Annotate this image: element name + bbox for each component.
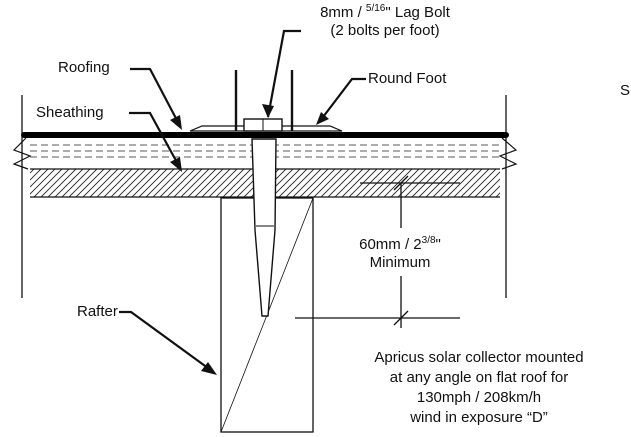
lag-bolt-fraction: 5/16: [365, 3, 386, 14]
caption: Apricus solar collector mounted at any a…: [336, 348, 622, 428]
lag-bolt-line1-pre: 8mm /: [320, 4, 366, 21]
dimension-fraction: 3/8: [421, 235, 436, 246]
rafter-label: Rafter: [77, 303, 118, 320]
edge-fragment: S: [620, 82, 631, 99]
caption-line: wind in exposure “D”: [410, 409, 548, 426]
caption-line: Apricus solar collector mounted: [374, 349, 584, 366]
dimension-line2: Minimum: [369, 254, 431, 271]
lag-bolt-label: 8mm / 5/16" Lag Bolt (2 bolts per foot): [300, 4, 470, 40]
lag-bolt: [243, 118, 283, 317]
roofing-label: Roofing: [58, 59, 110, 76]
leader-lines: [119, 29, 366, 375]
caption-line: 130mph / 208km/h: [416, 389, 542, 406]
dimension-line1-post: ": [435, 236, 441, 253]
dimension-marker: [295, 175, 460, 328]
lag-bolt-line1-post: " Lag Bolt: [385, 4, 450, 21]
dimension-line1-pre: 60mm / 2: [359, 236, 422, 253]
sheathing-label: Sheathing: [36, 104, 104, 121]
round-foot-label: Round Foot: [368, 70, 447, 87]
caption-line: at any angle on flat roof for: [389, 369, 569, 386]
dimension-label: 60mm / 23/8" Minimum: [330, 236, 470, 272]
round-foot: [189, 70, 343, 132]
lag-bolt-line2: (2 bolts per foot): [330, 22, 440, 39]
